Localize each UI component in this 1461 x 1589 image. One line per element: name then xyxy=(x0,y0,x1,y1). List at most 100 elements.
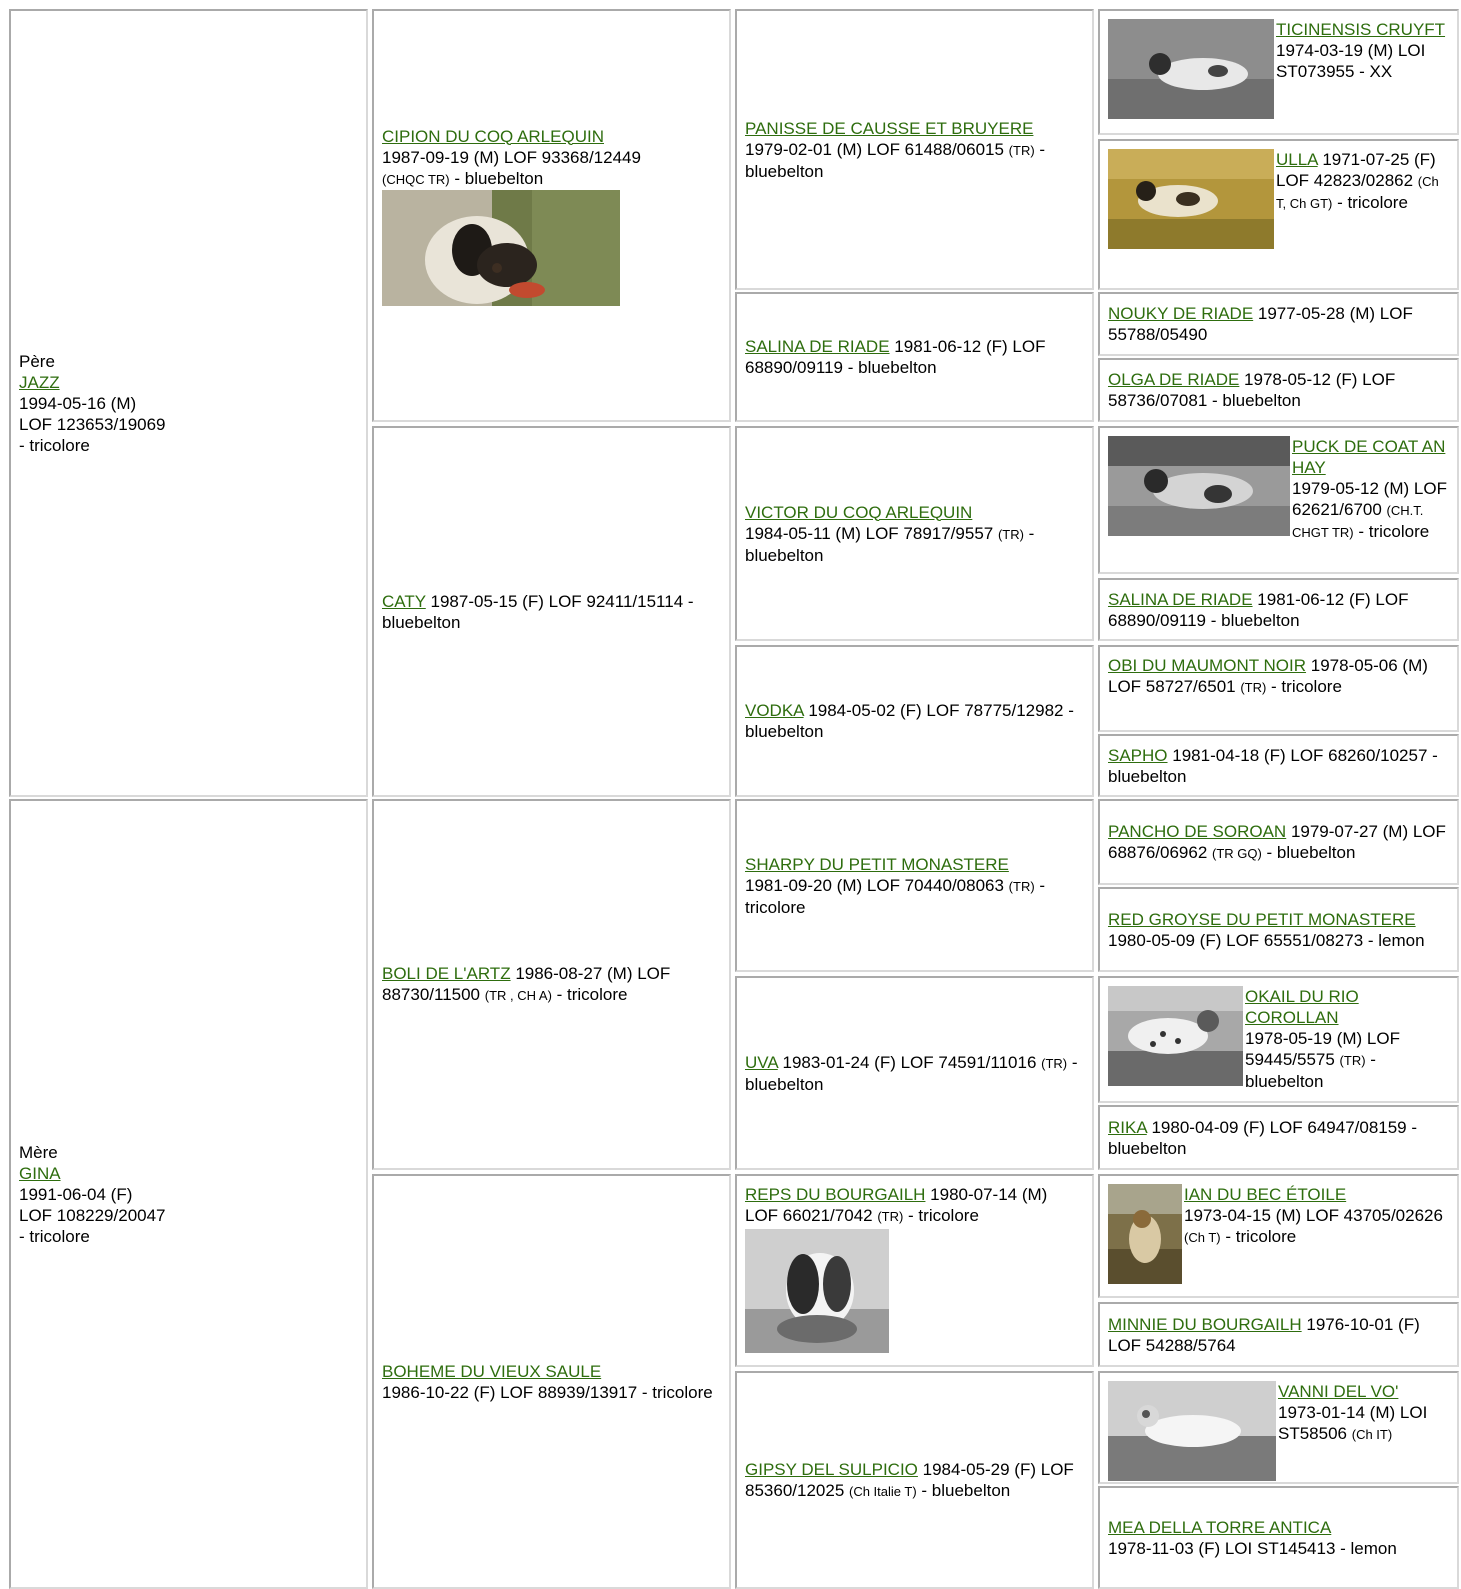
cipion-info: 1987-09-19 (M) LOF 93368/12449 xyxy=(382,147,641,167)
sire-birth: 1994-05-16 (M) xyxy=(19,393,137,413)
nouky-link[interactable]: NOUKY DE RIADE xyxy=(1108,304,1254,323)
sire-registration: LOF 123653/19069 xyxy=(19,414,166,434)
vanni-cell: VANNI DEL VO' 1973-01-14 (M) LOI ST58506… xyxy=(1098,1371,1459,1484)
salina-cell: SALINA DE RIADE 1981-06-12 (F) LOF 68890… xyxy=(735,292,1094,422)
okail-cell: OKAIL DU RIO COROLLAN 1978-05-19 (M) LOF… xyxy=(1098,976,1459,1103)
victor-color: - bluebelton xyxy=(745,523,1035,565)
victor-title: (TR) xyxy=(997,526,1024,542)
salina-link[interactable]: SALINA DE RIADE xyxy=(745,337,890,356)
red-link[interactable]: RED GROYSE DU PETIT MONASTERE xyxy=(1108,909,1416,929)
olga-link[interactable]: OLGA DE RIADE xyxy=(1108,370,1240,389)
vanni-photo[interactable] xyxy=(1108,1381,1276,1481)
pancho-link[interactable]: PANCHO DE SOROAN xyxy=(1108,821,1287,841)
boheme-link[interactable]: BOHEME DU VIEUX SAULE xyxy=(382,1361,602,1381)
puck-color: - tricolore xyxy=(1353,522,1430,541)
nouky-cell: NOUKY DE RIADE 1977-05-28 (M) LOF 55788/… xyxy=(1098,292,1459,356)
okail-link[interactable]: OKAIL DU RIO COROLLAN xyxy=(1245,987,1359,1027)
cipion-link[interactable]: CIPION DU COQ ARLEQUIN xyxy=(382,126,604,146)
victor-info: 1984-05-11 (M) LOF 78917/9557 xyxy=(745,523,998,543)
vanni-title: (Ch IT) xyxy=(1351,1427,1393,1442)
olga-info: 1978-05-12 (F) LOF 58736/07081 - bluebel… xyxy=(1108,370,1396,410)
puck-info: 1979-05-12 (M) LOF 62621/6700 xyxy=(1292,479,1447,519)
boli-info: 1986-08-27 (M) LOF 88730/11500 xyxy=(382,964,671,1004)
minnie-cell: MINNIE DU BOURGAILH 1976-10-01 (F) LOF 5… xyxy=(1098,1302,1459,1367)
minnie-info: 1976-10-01 (F) LOF 54288/5764 xyxy=(1108,1314,1420,1355)
red-cell: RED GROYSE DU PETIT MONASTERE 1980-05-09… xyxy=(1098,887,1459,972)
ticinensis-link[interactable]: TICINENSIS CRUYFT xyxy=(1276,20,1446,39)
salina2-info: 1981-06-12 (F) LOF 68890/09119 - bluebel… xyxy=(1108,589,1409,630)
reps-link[interactable]: REPS DU BOURGAILH xyxy=(745,1185,926,1204)
reps-info: 1980-07-14 (M) LOF 66021/7042 xyxy=(745,1185,1048,1225)
vodka-info: 1984-05-02 (F) LOF 78775/12982 - bluebel… xyxy=(745,701,1074,741)
reps-title: (TR) xyxy=(877,1209,904,1224)
nouky-info: 1977-05-28 (M) LOF 55788/05490 xyxy=(1108,304,1413,344)
dam-link[interactable]: GINA xyxy=(19,1163,61,1183)
ticinensis-info: 1974-03-19 (M) LOI ST073955 - XX xyxy=(1276,41,1426,81)
panisse-info: 1979-02-01 (M) LOF 61488/06015 xyxy=(745,139,1009,159)
dam-color: - tricolore xyxy=(19,1226,90,1246)
red-info: 1980-05-09 (F) LOF 65551/08273 - lemon xyxy=(1108,930,1425,950)
ian-info: 1973-04-15 (M) LOF 43705/02626 xyxy=(1184,1206,1443,1225)
cipion-color: - bluebelton xyxy=(449,168,544,188)
panisse-link[interactable]: PANISSE DE CAUSSE ET BRUYERE xyxy=(745,118,1034,138)
caty-cell: CATY 1987-05-15 (F) LOF 92411/15114 - bl… xyxy=(372,426,731,797)
puck-cell: PUCK DE COAT AN HAY 1979-05-12 (M) LOF 6… xyxy=(1098,426,1459,574)
rika-link[interactable]: RIKA xyxy=(1108,1117,1147,1137)
gipsy-cell: GIPSY DEL SULPICIO 1984-05-29 (F) LOF 85… xyxy=(735,1371,1094,1589)
ian-title: (Ch T) xyxy=(1184,1230,1221,1245)
uva-cell: UVA 1983-01-24 (F) LOF 74591/11016 (TR) … xyxy=(735,976,1094,1170)
mea-info: 1978-11-03 (F) LOI ST145413 - lemon xyxy=(1108,1538,1397,1558)
ulla-link[interactable]: ULLA xyxy=(1276,150,1318,169)
sapho-info: 1981-04-18 (F) LOF 68260/10257 - bluebel… xyxy=(1108,745,1438,786)
reps-photo[interactable] xyxy=(745,1229,889,1353)
salina2-link[interactable]: SALINA DE RIADE xyxy=(1108,589,1253,609)
obi-title: (TR) xyxy=(1240,680,1267,695)
boli-link[interactable]: BOLI DE L'ARTZ xyxy=(382,964,511,983)
okail-title: (TR) xyxy=(1339,1053,1366,1068)
sire-link[interactable]: JAZZ xyxy=(19,372,60,392)
sapho-link[interactable]: SAPHO xyxy=(1108,745,1168,765)
reps-color: - tricolore xyxy=(903,1206,979,1225)
vanni-link[interactable]: VANNI DEL VO' xyxy=(1278,1382,1399,1401)
obi-cell: OBI DU MAUMONT NOIR 1978-05-06 (M) LOF 5… xyxy=(1098,645,1459,732)
uva-color: - bluebelton xyxy=(745,1052,1078,1094)
ian-link[interactable]: IAN DU BEC ÉTOILE xyxy=(1184,1185,1347,1204)
obi-info: 1978-05-06 (M) LOF 58727/6501 xyxy=(1108,656,1428,696)
sharpy-info: 1981-09-20 (M) LOF 70440/08063 xyxy=(745,875,1009,895)
vodka-link[interactable]: VODKA xyxy=(745,701,804,720)
pancho-title: (TR GQ) xyxy=(1212,845,1262,861)
cipion-title: (CHQC TR) xyxy=(382,171,450,187)
obi-link[interactable]: OBI DU MAUMONT NOIR xyxy=(1108,656,1307,675)
sire-color: - tricolore xyxy=(19,435,90,455)
ian-cell: IAN DU BEC ÉTOILE 1973-04-15 (M) LOF 437… xyxy=(1098,1174,1459,1298)
boheme-info: 1986-10-22 (F) LOF 88939/13917 - tricolo… xyxy=(382,1382,713,1402)
ticinensis-cell: TICINENSIS CRUYFT 1974-03-19 (M) LOI ST0… xyxy=(1098,9,1459,135)
dam-birth: 1991-06-04 (F) xyxy=(19,1184,133,1204)
boli-color: - tricolore xyxy=(551,985,628,1004)
vanni-info: 1973-01-14 (M) LOI ST58506 xyxy=(1278,1403,1428,1443)
okail-photo[interactable] xyxy=(1108,986,1243,1086)
ticinensis-photo[interactable] xyxy=(1108,19,1274,119)
dam-role: Mère xyxy=(19,1142,58,1162)
puck-link[interactable]: PUCK DE COAT AN HAY xyxy=(1292,437,1446,477)
mea-link[interactable]: MEA DELLA TORRE ANTICA xyxy=(1108,1517,1332,1537)
ulla-photo[interactable] xyxy=(1108,149,1274,249)
pancho-color: - bluebelton xyxy=(1261,842,1356,862)
sapho-cell: SAPHO 1981-04-18 (F) LOF 68260/10257 - b… xyxy=(1098,734,1459,797)
minnie-link[interactable]: MINNIE DU BOURGAILH xyxy=(1108,1314,1302,1334)
puck-photo[interactable] xyxy=(1108,436,1290,536)
gipsy-title: (Ch Italie T) xyxy=(849,1483,917,1499)
cipion-photo[interactable] xyxy=(382,189,620,306)
sharpy-link[interactable]: SHARPY DU PETIT MONASTERE xyxy=(745,854,1009,874)
puck-title: (CH.T. CHGT TR) xyxy=(1292,503,1424,540)
uva-link[interactable]: UVA xyxy=(745,1052,778,1072)
sharpy-title: (TR) xyxy=(1008,878,1035,894)
ian-photo[interactable] xyxy=(1108,1184,1182,1284)
gipsy-link[interactable]: GIPSY DEL SULPICIO xyxy=(745,1459,918,1479)
pancho-info: 1979-07-27 (M) LOF 68876/06962 xyxy=(1108,821,1446,862)
caty-link[interactable]: CATY xyxy=(382,591,426,611)
panisse-title: (TR) xyxy=(1008,142,1035,158)
sire-role: Père xyxy=(19,351,55,371)
victor-link[interactable]: VICTOR DU COQ ARLEQUIN xyxy=(745,502,973,522)
reps-cell: REPS DU BOURGAILH 1980-07-14 (M) LOF 660… xyxy=(735,1174,1094,1367)
